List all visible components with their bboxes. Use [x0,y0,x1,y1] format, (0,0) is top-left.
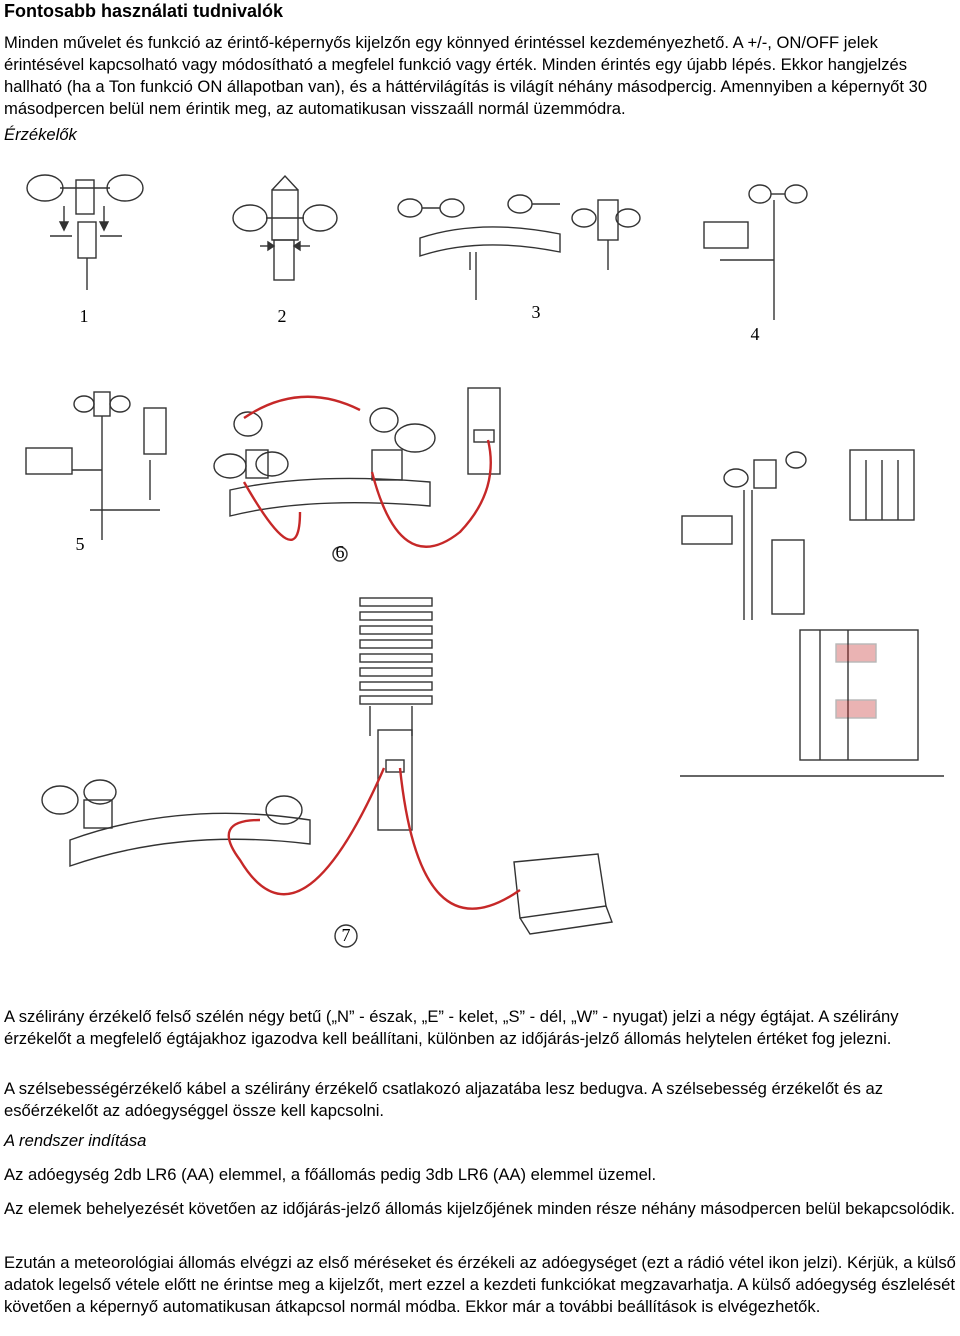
step-7-label: 7 [342,925,351,945]
startup-subheading: A rendszer indítása [4,1131,147,1150]
step-5-label: 5 [76,534,85,554]
step-4-drawing [703,184,808,320]
sensors-subheading: Érzékelők [4,125,77,144]
step-3b-drawing [571,199,641,270]
intro-paragraph: Minden művelet és funkció az érintő-képe… [4,33,928,118]
step-3-label: 3 [532,302,541,322]
step-7-drawing [41,597,613,935]
first-measure-paragraph: Ezután a meteorológiai állomás elvégzi a… [4,1253,956,1316]
page-title: Fontosabb használati tudnivalók [4,1,284,21]
step-1-drawing [26,174,144,290]
wind-speed-paragraph: A szélsebességérzékelő kábel a szélirány… [4,1079,884,1120]
step-1-label: 1 [80,306,89,326]
after-batteries-paragraph: Az elemek behelyezését követően az időjá… [4,1199,955,1218]
step-2-label: 2 [278,306,287,326]
step-6-drawing [213,387,501,548]
step-4-label: 4 [751,324,760,344]
installation-illustration: 1 2 3 4 5 [0,160,960,1000]
step-5-drawing [25,391,167,540]
step-2-drawing [232,174,338,281]
batteries-paragraph: Az adóegység 2db LR6 (AA) elemmel, a főá… [4,1165,657,1184]
step-6-label: 6 [336,542,345,562]
wind-direction-paragraph: A szélirány érzékelő felső szélén négy b… [4,1007,899,1048]
step-3-drawing [397,194,561,300]
final-mast-drawing [680,449,944,777]
